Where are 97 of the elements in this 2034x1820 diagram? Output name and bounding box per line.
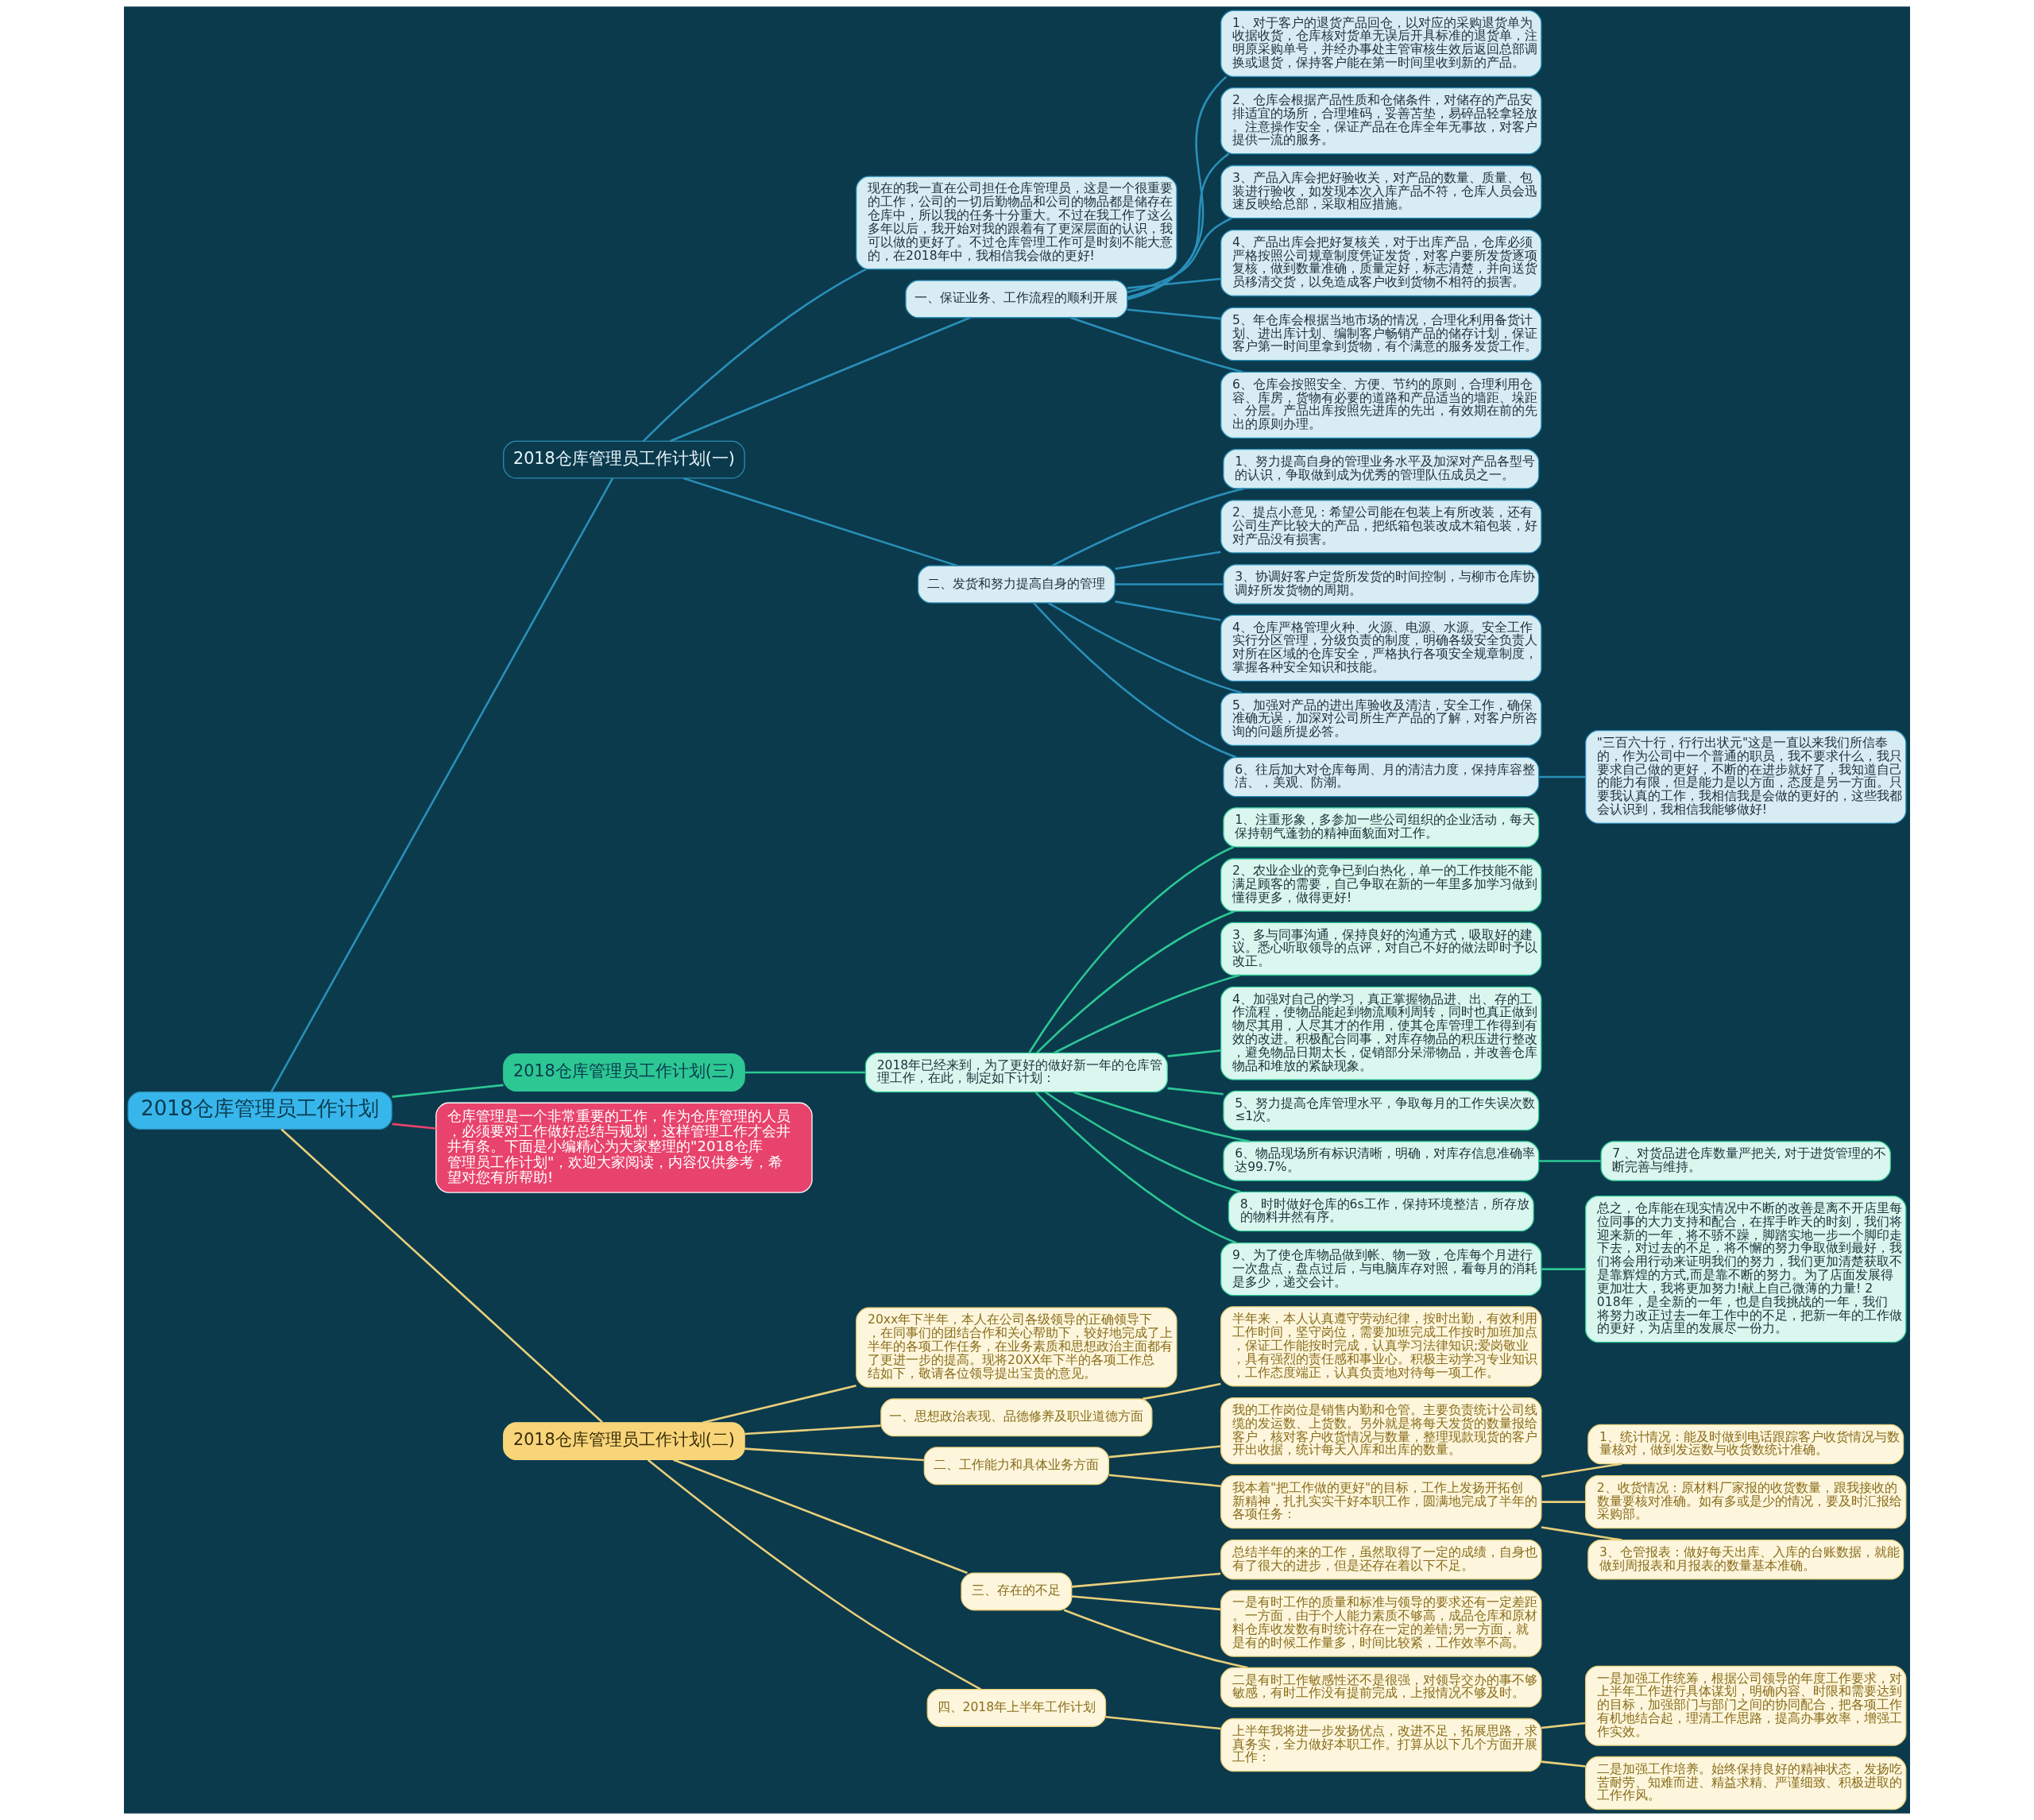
connector — [1541, 1268, 1586, 1270]
node-box: 1、努力提高自身的管理业务水平及加深对产品各型号的认识，争取做到成为优秀的管理队伍成员之一。 — [1223, 449, 1540, 489]
node-box: 上半年我将进一步发扬优点，改进不足，拓展思路，求真务实，全力做好本职工作。打算从以下几个方面开展工作： — [1220, 1718, 1542, 1772]
connector — [1052, 487, 1245, 567]
node-box: 3、多与同事沟通，保持良好的沟通方式，吸取好的建议。悉心听取领导的点评，对自己不好的做法即时予以改正。 — [1220, 922, 1542, 976]
connector — [1541, 1760, 1586, 1768]
connector — [392, 1123, 436, 1130]
node-box: 现在的我一直在公司担任仓库管理员，这是一个很重要的工作，公司的一切后勤物品和公司的物品都是储存在仓库中，所以我的任务十分重大。不过在我工作了这么多年以后，我开始对我的跟着有了更深层面的认识，我可以做的更好了。不过仓库管理工作可是时刻不能大意的，在2018年中，我相信我会做的更好! — [856, 176, 1177, 270]
connector — [1028, 846, 1235, 1053]
node-box: 2018仓库管理员工作计划(一) — [503, 440, 745, 479]
connector — [1047, 601, 1243, 694]
connector — [280, 1128, 603, 1424]
node-box: 2、仓库会根据产品性质和仓储条件，对储存的产品安排适宜的场所，合理堆码，妥善苫垫，易碎品轻拿轻放。注意操作安全，保证产品在仓库全年无事故，对客户提供一流的服务。 — [1220, 87, 1542, 155]
connector — [1034, 1091, 1237, 1244]
node-box: 5、努力提高仓库管理水平，争取每月的工作失误次数≤1次。 — [1223, 1090, 1540, 1131]
node-box: 二、工作能力和具体业务方面 — [923, 1447, 1110, 1486]
connector — [392, 1084, 504, 1098]
node-box: 1、注重形象，多参加一些公司组织的企业活动，每天保持朝气蓬勃的精神面貌面对工作。 — [1223, 807, 1540, 848]
connector — [1108, 1474, 1221, 1487]
node-box: "三百六十行，行行出状元"这是一直以来我们所信奉的，作为公司中一个普通的职员，我不要求什么，我只要求自己做的更好，不断的在进步就好了，我知道自己的能力有限，但是能力是以方面，态度是另一方面。只要我认真的工作，我相信我是会做的更好的，这些我都会认识到，我相信我能够做好! — [1585, 729, 1907, 824]
connector — [670, 316, 971, 442]
connector — [1541, 1501, 1586, 1503]
node-box: 6、仓库会按照安全、方便、节约的原则，合理利用仓容、库房，货物有必要的道路和产品适当的墙距、垛距、分层。产品出库按照先进库的先出，有效期在前的先出的原则办理。 — [1220, 371, 1542, 439]
connector — [1127, 153, 1230, 299]
connector — [1115, 583, 1224, 585]
connector — [1127, 217, 1232, 294]
connector — [1127, 277, 1221, 289]
connector — [1105, 1715, 1221, 1730]
connector — [1033, 602, 1237, 759]
node-box: 20xx年下半年，本人在公司各级领导的正确领导下，在同事们的团结合作和关心帮助下，较好地完成了上半年的各项工作任务，在业务素质和思想政治主面都有了更进一步的提高。现将20XX年下半的各项工作总结如下，敬请各位领导提出宝贵的意见。 — [856, 1307, 1177, 1388]
node-box: 6、往后加大对仓库每周、月的清洁力度，保持库容整洁、，美观、防潮。 — [1223, 756, 1540, 798]
node-box: 总结半年的来的工作，虽然取得了一定的成绩，自身也有了很大的进步，但是还存在着以下不足。 — [1220, 1539, 1542, 1580]
node-box: 2、收货情况：原材料厂家报的收货数量，跟我接收的数量要核对准确。如有多或是少的情况，要及时汇报给采购部。 — [1585, 1474, 1907, 1529]
node-box: 1、对于客户的退货产品回仓，以对应的采购退货单为收据收货，仓库核对货单无误后开具标准的退货单，注明原采购单号，并经办事处主管审核生效后返回总部调换或退货，保持客户能在第一时间里收到新的产品。 — [1220, 10, 1542, 78]
node-box: 9、为了使仓库物品做到帐、物一致，仓库每个月进行一次盘点，盘点过后，与电脑库存对照，看每月的消耗是多少，递交会计。 — [1220, 1242, 1542, 1296]
connector — [642, 268, 867, 442]
connector — [1541, 1721, 1586, 1729]
connector — [1541, 1463, 1622, 1478]
connector — [1071, 1572, 1221, 1588]
connector — [744, 1424, 881, 1436]
connector — [1127, 308, 1221, 320]
connector — [1127, 75, 1228, 301]
connector — [1108, 1445, 1221, 1459]
node-box: 8、时时做好仓库的6s工作，保持环境整洁，所存放的物料井然有序。 — [1228, 1191, 1534, 1232]
node-box: 一、思想政治表现、品德修养及职业道德方面 — [880, 1398, 1153, 1437]
connector — [1115, 600, 1221, 621]
connector — [1073, 1091, 1250, 1143]
connector — [1167, 1049, 1221, 1057]
connector — [702, 1385, 857, 1424]
node-box: 三、存在的不足 — [961, 1572, 1073, 1611]
connector — [1538, 1160, 1601, 1162]
connector — [683, 477, 958, 567]
node-box: 6、物品现场所有标识清晰，明确，对库存信息准确率达99.7%。 — [1223, 1141, 1540, 1181]
node-box: 2018仓库管理员工作计划 — [127, 1092, 392, 1130]
connector — [744, 1447, 925, 1462]
connector — [1069, 316, 1243, 373]
node-box: 四、2018年上半年工作计划 — [926, 1688, 1107, 1727]
connector — [647, 1459, 982, 1691]
node-box: 2、提点小意见：希望公司能在包装上有所改装，还有公司生产比较大的产品，把纸箱包装改成木箱包装，好对产品没有损害。 — [1220, 500, 1542, 554]
node-box: 5、加强对产品的进出库验收及清洁，安全工作，确保准确无误，加深对公司所生产产品的了解，对客户所咨询的问题所提必答。 — [1220, 692, 1542, 747]
node-box: 总之，仓库能在现实情况中不断的改善是离不开店里每位同事的大力支持和配合，在挥手昨天的时刻，我们将迎来新的一年，将不骄不躁，脚踏实地一步一个脚印走下去，对过去的不足，将不懈的努力争取做到最好，我们将会用行动来证明我们的努力，我们更加清楚获取不是靠辉煌的方式,而是靠不断的努力。为了店面发展得更加壮大，我将更加努力!献上自己微薄的力量! 2018年，是全新的一年，也是自我挑战的一年，我们将努力改正过去一年工作中的不足，把新一年的工作做的更好，为店里的发展尽一份力。 — [1585, 1195, 1907, 1343]
node-box: 一是有时工作的质量和标准与领导的要求还有一定差距。一方面，由于个人能力素质不够高，成品仓库和原材料仓库收发数有时统计存在一定的差错;另一方面，就是有的时候工作量多，时间比较紧，工作效率不高。 — [1220, 1590, 1542, 1657]
node-box: 3、协调好客户定货所发货的时间控制，与柳市仓库协调好所发货物的周期。 — [1223, 564, 1540, 605]
connector — [744, 1071, 866, 1074]
node-box: 1、统计情况：能及时做到电话跟踪客户收货情况与数量核对，做到发运数与收货数统计准确。 — [1587, 1424, 1904, 1465]
connector — [1538, 775, 1586, 779]
connector — [1143, 1382, 1221, 1401]
connector — [673, 1459, 968, 1575]
connector — [270, 477, 614, 1092]
node-box: 仓库管理是一个非常重要的工作，作为仓库管理的人员，必须要对工作做好总结与规划，这样管理工作才会井井有条。下面是小编精心为大家整理的"2018仓库管理员工作计划"，欢迎大家阅读，内容仅供参考，希望对您有所帮助! — [435, 1102, 813, 1193]
node-box: 二、发货和努力提高自身的管理 — [917, 565, 1116, 604]
connector — [1115, 551, 1221, 570]
node-box: 二是有时工作敏感性还不是很强，对领导交办的事不够敏感，有时工作没有提前完成，上报情况不够及时。 — [1220, 1667, 1542, 1708]
node-box: 2018仓库管理员工作计划(三) — [503, 1053, 745, 1092]
connector — [1071, 1595, 1221, 1611]
node-box: 2、农业企业的竞争已到白热化，单一的工作技能不能满足顾客的需要，自己争取在新的一年里多加学习做到懂得更多，做得更好! — [1220, 858, 1542, 912]
node-box: 一是加强工作统筹，根据公司领导的年度工作要求，对上半年工作进行具体谋划，明确内容、时限和需要达到的目标，加强部门与部门之间的协同配合，把各项工作有机地结合起，理清工作思路，提高办事效率，增强工作实效。 — [1585, 1665, 1907, 1746]
node-box: 2018年已经来到，为了更好的做好新一年的仓库管理工作，在此，制定如下计划： — [864, 1052, 1168, 1093]
node-box: 一、保证业务、工作流程的顺利开展 — [905, 280, 1128, 319]
connector — [1167, 1087, 1224, 1095]
node-box: 4、加强对自己的学习，真正掌握物品进、出、存的工作流程，使物品能起到物流顺利周转，同时也真正做到物尽其用，人尽其才的作用，使其仓库管理工作得到有效的改进。积极配合同事，对库存物品的积压进行整改，避免物品日期太长，促销部分呆滞物品，并改善仓库物品和堆放的紧缺现象。 — [1220, 986, 1542, 1080]
node-box: 5、年仓库会根据当地市场的情况，合理化利用备货计划、进出库计划、编制客户畅销产品的储存计划，保证客户第一时间里拿到货物，有个满意的服务发货工作。 — [1220, 307, 1542, 361]
node-box: 7 、对货品进仓库数量严把关, 对于进货管理的不断完善与维持。 — [1600, 1141, 1891, 1181]
node-box: 4、产品出库会把好复核关，对于出库产品，仓库必须严格按照公司规章制度凭证发货，对客户要所发货逐项复核，做到数量准确，质量定好，标志清楚，并向送货员移清交货，以免造成客户收到货物不相符的损害。 — [1220, 229, 1542, 297]
connector — [1036, 910, 1235, 1054]
connector — [1054, 974, 1240, 1054]
node-box: 二是加强工作培养。始终保持良好的精神状态，发扬吃苦耐劳、知难而进、精益求精、严谨细致、积极进取的工作作风。 — [1585, 1756, 1907, 1810]
node-box: 3、产品入库会把好验收关，对产品的数量、质量、包装进行验收，如发现本次入库产品不符，仓库人员会迅速反映给总部，采取相应措施。 — [1220, 164, 1542, 219]
connector — [1044, 1091, 1241, 1193]
node-box: 3、仓管报表：做好每天出库、入库的台账数据，就能做到周报表和月报表的数量基本准确。 — [1587, 1539, 1904, 1580]
node-box: 我本着"把工作做的更好"的目标，工作上发扬开拓创新精神，扎扎实实干好本职工作，圆满地完成了半年的各项任务： — [1220, 1474, 1542, 1529]
node-box: 2018仓库管理员工作计划(二) — [503, 1422, 745, 1461]
node-box: 半年来，本人认真遵守劳动纪律，按时出勤，有效利用工作时间，坚守岗位，需要加班完成工作按时加班加点，保证工作能按时完成，认真学习法律知识;爱岗敬业，具有强烈的责任感和事业心。积极主动学习专业知识，工作态度端正，认真负责地对待每一项工作。 — [1220, 1306, 1542, 1387]
connector — [1541, 1526, 1622, 1541]
node-box: 4、仓库严格管理火种、火源、电源、水源。安全工作实行分区管理，分级负责的制度，明确各级安全负责人对所在区域的仓库安全，严格执行各项安全规章制度，掌握各种安全知识和技能。 — [1220, 614, 1542, 682]
connector — [1063, 1609, 1248, 1669]
node-box: 我的工作岗位是销售内勤和仓管。主要负责统计公司线缆的发运数、上货数。另外就是将每天发货的数量报给客户，核对客户收货情况与数量，整理现款现货的客户开出收据，统计每天入库和出库的数量。 — [1220, 1397, 1542, 1465]
